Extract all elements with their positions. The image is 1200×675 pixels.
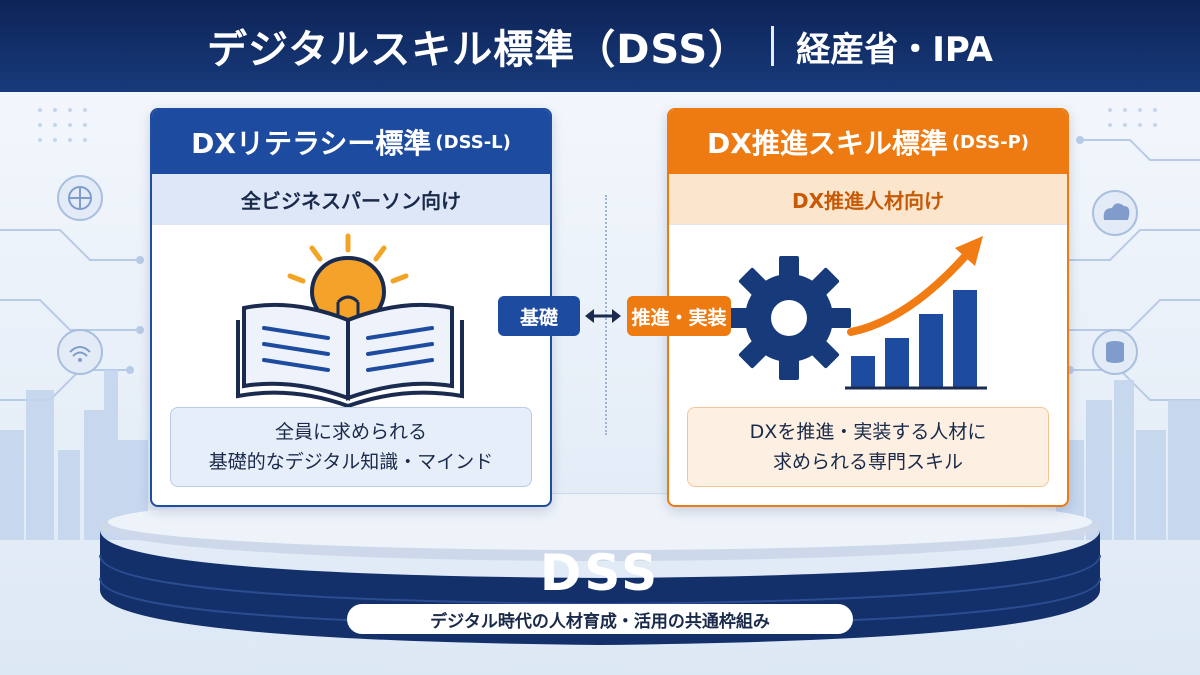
- literacy-card-title: DXリテラシー標準 (DSS-L): [152, 110, 550, 174]
- promotion-desc-line1: DXを推進・実装する人材に: [749, 421, 987, 443]
- header-separator: [771, 26, 775, 66]
- literacy-title-text: DXリテラシー標準: [191, 127, 432, 160]
- promotion-title-text: DX推進スキル標準: [706, 127, 948, 160]
- foundation-badge: 基礎: [498, 296, 580, 336]
- gear-growth-chart-icon: [727, 236, 987, 390]
- double-arrow-icon: [585, 309, 621, 323]
- promotion-card-description: DXを推進・実装する人材に 求められる専門スキル: [687, 407, 1049, 487]
- book-lightbulb-icon: [236, 233, 464, 408]
- promotion-card-subtitle: DX推進人材向け: [669, 174, 1067, 225]
- page-title: デジタルスキル標準（DSS）: [207, 27, 750, 73]
- podium-tagline: デジタル時代の人材育成・活用の共通枠組み: [347, 604, 853, 634]
- literacy-desc-line2: 基礎的なデジタル知識・マインド: [208, 451, 494, 473]
- literacy-card-subtitle: 全ビジネスパーソン向け: [152, 174, 550, 225]
- promotion-desc-line2: 求められる専門スキル: [772, 451, 963, 473]
- promotion-code-text: (DSS-P): [951, 131, 1030, 153]
- literacy-code-text: (DSS-L): [435, 131, 511, 153]
- podium-label: DSS: [539, 544, 661, 602]
- implementation-badge: 推進・実装: [627, 296, 731, 336]
- organization-label: 経産省・IPA: [796, 29, 993, 70]
- header-banner: デジタルスキル標準（DSS） 経産省・IPA: [0, 0, 1200, 92]
- literacy-card-description: 全員に求められる 基礎的なデジタル知識・マインド: [170, 407, 532, 487]
- promotion-skill-standard-card: DX推進スキル標準 (DSS-P) DX推進人材向け: [667, 108, 1069, 507]
- promotion-card-title: DX推進スキル標準 (DSS-P): [669, 110, 1067, 174]
- literacy-standard-card: DXリテラシー標準 (DSS-L) 全ビジネスパーソン向け: [150, 108, 552, 507]
- literacy-desc-line1: 全員に求められる: [274, 421, 427, 443]
